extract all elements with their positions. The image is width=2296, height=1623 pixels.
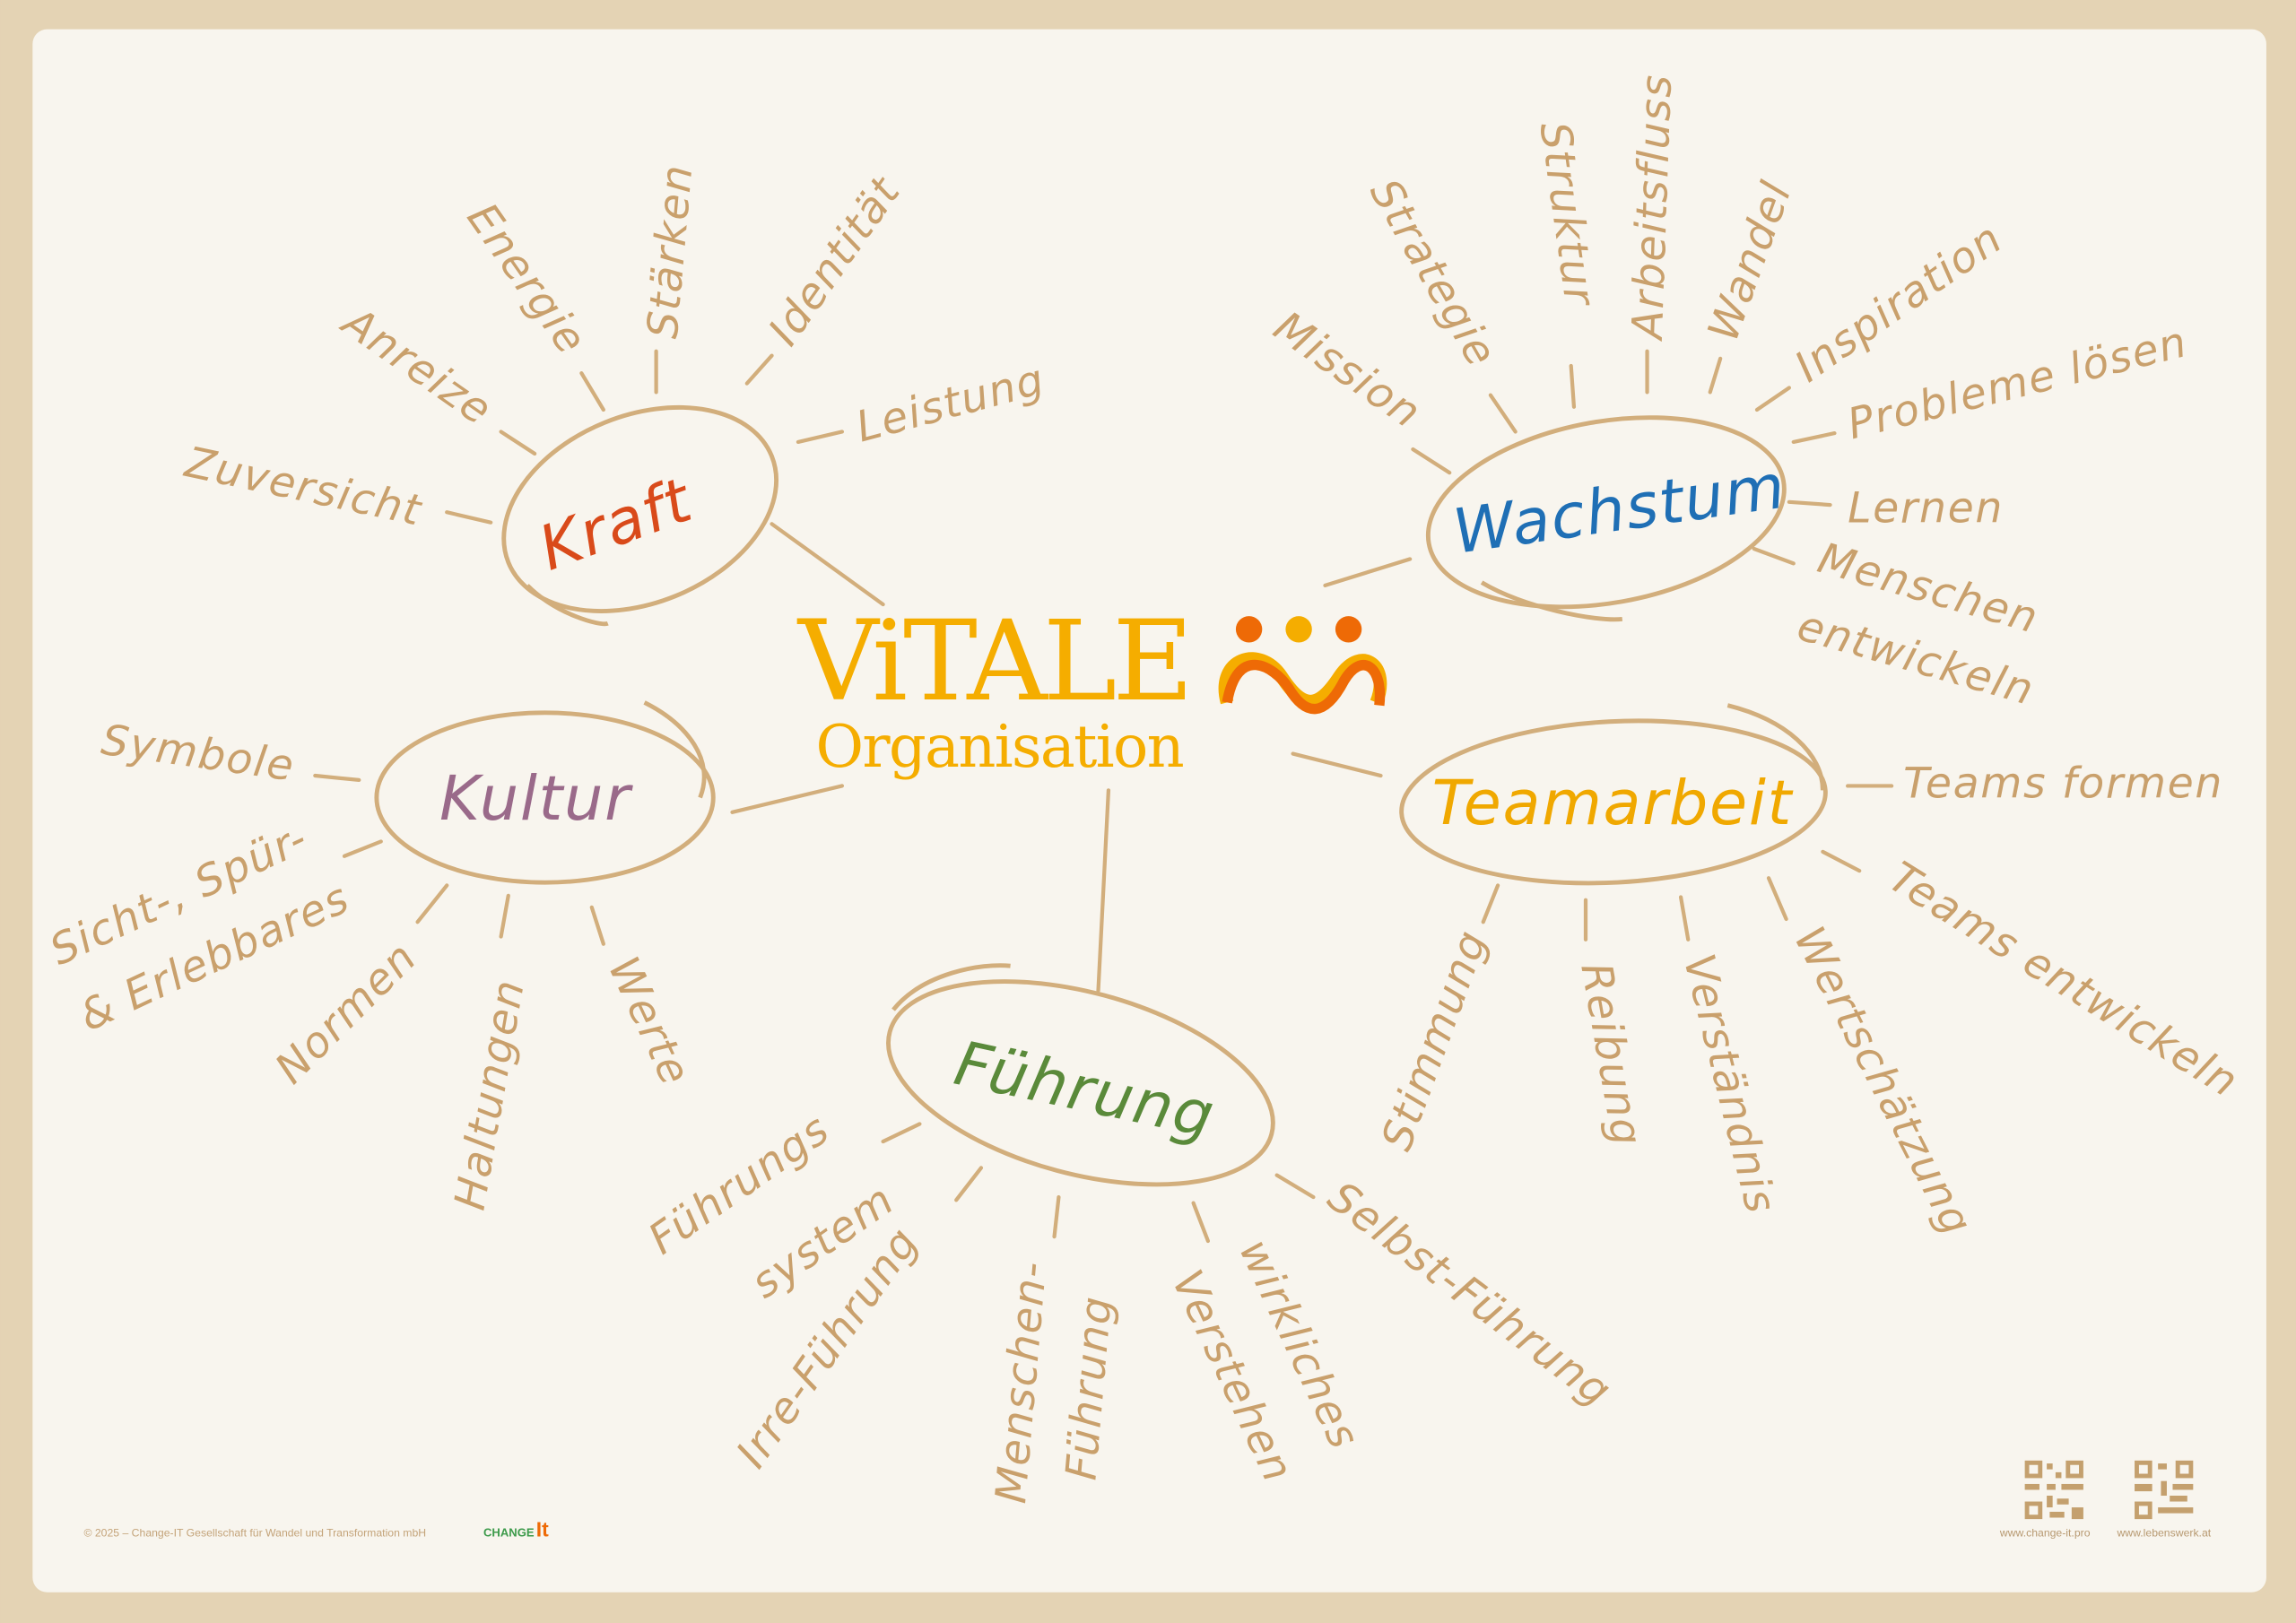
label-lernen: Lernen	[1848, 484, 2004, 534]
brand-change: CHANGE	[483, 1526, 535, 1540]
qr-code-lebenswerk[interactable]	[2135, 1460, 2194, 1520]
change-it-logo: CHANGE It	[483, 1518, 549, 1541]
logo-line2: Organisation	[816, 713, 1184, 781]
paper	[32, 29, 2266, 1593]
label-teams-formen: Teams formen	[1903, 759, 2223, 808]
brand-it: It	[536, 1518, 549, 1541]
hub-title-kultur: Kultur	[439, 763, 633, 835]
qr2-url[interactable]: www.lebenswerk.at	[2116, 1527, 2211, 1540]
label-arbeitsfluss: Arbeitsfluss	[1623, 73, 1682, 343]
people-icon	[1218, 616, 1387, 715]
qr1-url[interactable]: www.change-it.pro	[1999, 1527, 2091, 1540]
copyright-text: © 2025 – Change-IT Gesellschaft für Wand…	[83, 1527, 426, 1540]
center-connectors	[730, 522, 1413, 994]
hub-title-teamarbeit: Teamarbeit	[1432, 768, 1794, 839]
logo-line1: ViTALE	[796, 597, 1189, 726]
vitale-organisation-logo: ViTALE Organisation	[796, 597, 1387, 781]
qr-code-change-it[interactable]	[2024, 1460, 2083, 1520]
